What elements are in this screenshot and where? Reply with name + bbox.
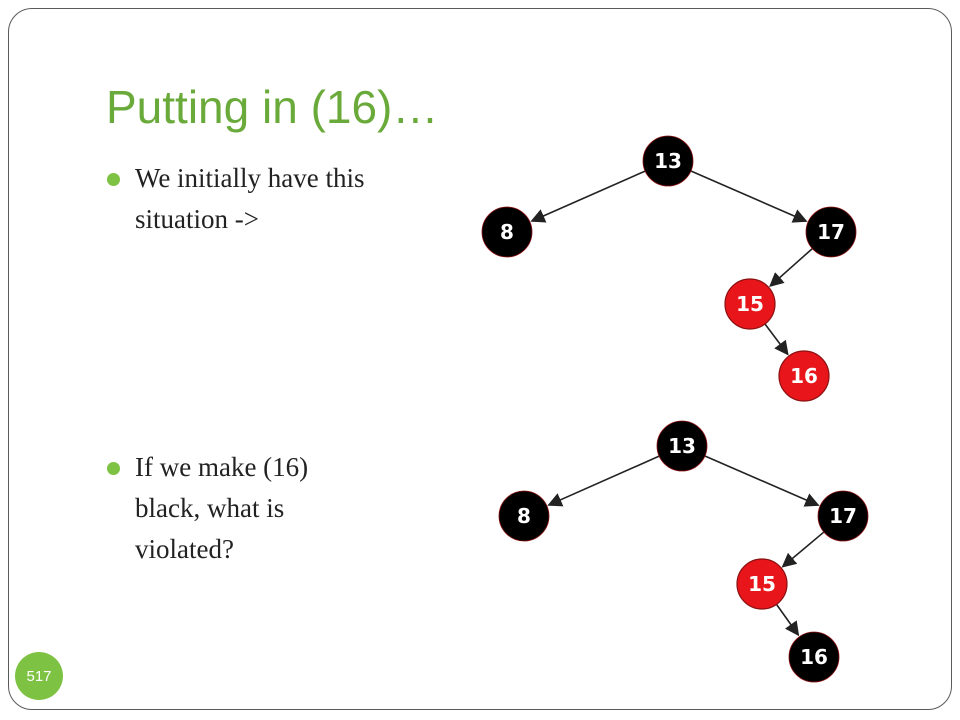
bullet-text-line: black, what is (135, 493, 285, 523)
tree-node-13-black (656, 420, 708, 472)
tree-node-16-red (778, 350, 830, 402)
tree-node-label: 15 (748, 572, 776, 596)
tree-node-15-red (736, 558, 788, 610)
tree-node-8-black (481, 206, 533, 258)
tree-edge-arrow (764, 323, 789, 356)
tree-edge-arrow (690, 170, 808, 223)
tree-edge-arrow (704, 455, 820, 507)
tree-node-8-black (498, 490, 550, 542)
bullet-initial-situation: We initially have this situation -> (107, 158, 365, 240)
tree-node-label: 16 (800, 645, 828, 669)
tree-node-label: 13 (668, 434, 696, 458)
tree-node-label: 16 (790, 364, 818, 388)
tree-node-17-black (805, 206, 857, 258)
tree-node-label: 17 (829, 504, 857, 528)
tree-node-label: 8 (517, 504, 531, 528)
bullet-dot-icon (107, 462, 120, 475)
tree-node-label: 13 (654, 149, 682, 173)
bullet-text-line: We initially have this (135, 163, 365, 193)
tree-initial: 13 8 17 15 16 (481, 135, 857, 402)
tree-node-label: 17 (817, 220, 845, 244)
tree-node-13-black (642, 135, 694, 187)
slide-title: Putting in (16)… (106, 81, 439, 133)
tree-node-label: 15 (736, 292, 764, 316)
bullet-text-line: violated? (135, 534, 234, 564)
tree-edge-arrow (769, 248, 813, 288)
bullet-text-line: situation -> (135, 204, 259, 234)
tree-recolored: 13 8 17 15 16 (498, 420, 869, 683)
tree-node-17-black (817, 490, 869, 542)
tree-node-16-black (788, 631, 840, 683)
tree-edge-arrow (781, 531, 825, 568)
bullet-question: If we make (16) black, what is violated? (107, 447, 309, 570)
slide-number-badge: 517 (15, 652, 63, 700)
bullet-text-line: If we make (16) (135, 452, 309, 482)
tree-node-label: 8 (500, 220, 514, 244)
tree-edge-arrow (775, 603, 800, 637)
bullet-dot-icon (107, 173, 120, 186)
tree-edge-arrow (547, 455, 660, 507)
tree-edge-arrow (530, 170, 646, 223)
tree-node-15-red (724, 278, 776, 330)
